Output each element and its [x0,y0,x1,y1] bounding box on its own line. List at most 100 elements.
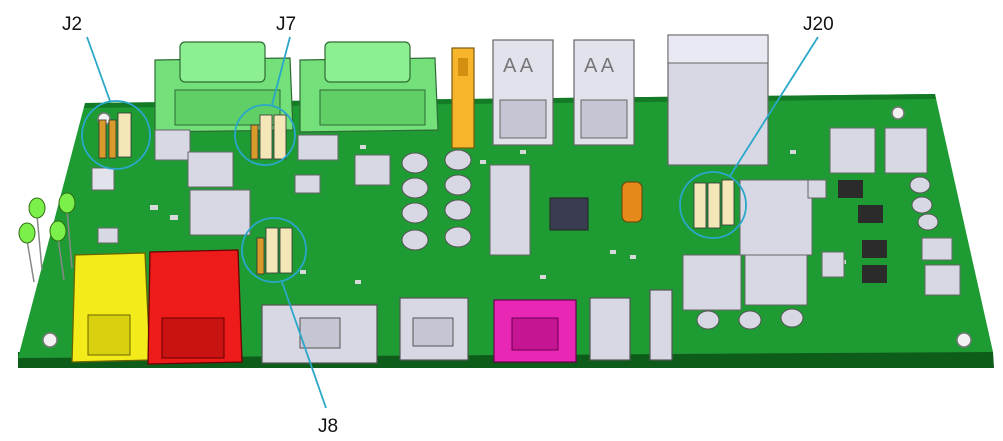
capacitor [401,152,429,174]
capacitor [780,308,804,328]
callout-leader-j7 [271,36,291,106]
capacitor [909,176,931,194]
switch-body [451,47,475,149]
smd-pad [610,250,616,254]
capacitor [917,213,939,231]
jumper-j2 [98,112,132,159]
orange-switch [451,47,475,149]
capacitor [696,310,720,330]
grey-box [91,167,115,191]
rj-opening [161,317,225,359]
jumper-cap [259,114,273,160]
dsub-shell [179,41,266,83]
grey-box [187,151,234,188]
dark-ics [549,180,887,283]
ic-chip [862,240,887,258]
jumper-cap [693,182,707,229]
smd-pad [480,160,486,164]
jumper-cap [707,182,721,229]
green-leds [18,192,76,283]
capacitor [401,229,429,251]
capacitor [444,174,472,196]
capacitor [444,199,472,221]
jumper-cap [279,227,293,274]
capacitor [444,226,472,248]
callout-circle-j2 [81,100,151,170]
jumper-cap [117,112,132,158]
callout-circle-j8 [241,217,307,283]
smd-pad [520,150,526,154]
grey-box [97,227,119,244]
jumper-j8 [256,227,293,275]
grey-box [297,134,339,161]
rj45-block-top [667,34,769,166]
bottom-headers [261,289,673,364]
smd-pad [540,275,546,279]
jumper-pin [98,119,107,159]
smd-pad [790,150,796,154]
led-lead [26,239,35,283]
jumper-j20 [693,179,735,229]
smd-pad [300,270,306,274]
smd-pad [355,280,361,284]
callout-leader-j20 [729,36,819,177]
header-grey [649,289,673,361]
grey-box [682,254,742,311]
callout-label-j8: J8 [318,416,338,437]
header-slot [299,317,341,349]
smd-pad [630,255,636,259]
callout-circle-j20 [679,171,747,239]
grey-box [189,189,251,236]
usb-port [580,99,628,139]
header-pink [493,299,577,363]
mounting-hole [42,332,58,348]
usb-emboss: A A [584,55,615,77]
grey-box [489,164,531,256]
usb-connector-2: A A [573,39,635,146]
rj45-yellow [71,252,151,363]
grey-box [924,264,961,296]
jumper-pin [256,237,265,275]
dsub-front [319,89,426,126]
led-lead [66,209,73,269]
smd-pad [170,215,178,220]
switch-lever [458,58,468,76]
ic-chip [858,205,883,223]
header-grey [589,297,631,361]
led [28,197,46,219]
header-slot [511,317,559,351]
grey-box [154,129,191,161]
ic-chip [549,197,589,231]
usb-connector-1: A A [492,39,554,146]
grey-box [884,127,928,174]
callout-label-j2: J2 [62,14,82,35]
mounting-hole [891,106,905,120]
smd-pad [150,205,158,210]
grey-box [739,179,813,256]
callout-label-j20: J20 [803,14,834,35]
led [49,220,67,242]
capacitor [444,149,472,171]
usb-emboss: A A [503,55,534,77]
callout-leader-j8 [281,281,327,409]
led [18,222,36,244]
capacitor [401,177,429,199]
grey-box [744,254,808,306]
grey-box [821,251,845,278]
jumper-cap [273,114,287,160]
dsub-shell [324,41,411,83]
led [58,192,76,214]
grey-box [294,174,321,194]
ic-chip [862,265,887,283]
grey-box [829,127,876,174]
grey-box [921,237,953,261]
led-lead [36,214,43,271]
smd-parts [150,145,846,284]
capacitors [401,149,939,330]
rj45-red [147,249,243,365]
usb-port [499,99,547,139]
jumper-cap [721,179,735,226]
grey-box [354,154,391,186]
capacitor [401,202,429,224]
